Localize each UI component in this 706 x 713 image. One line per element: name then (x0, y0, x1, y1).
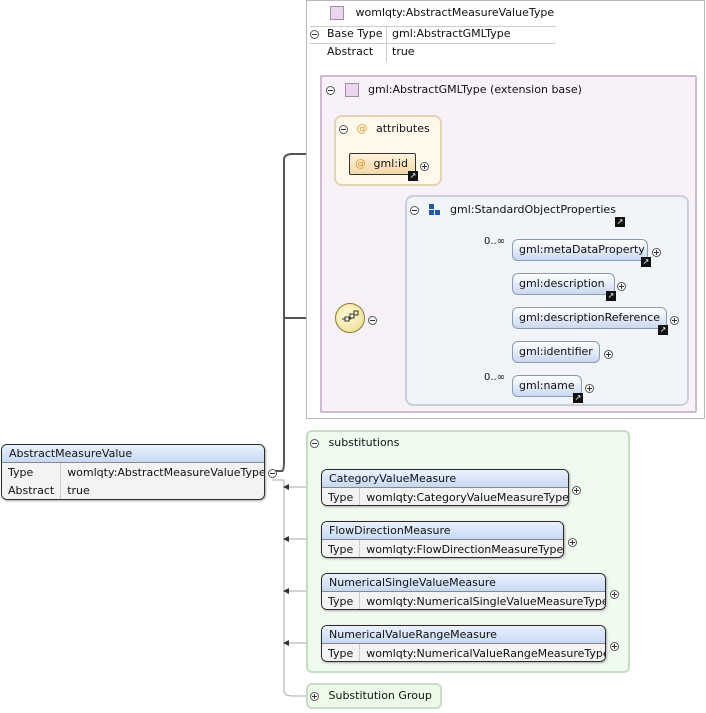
element-name: gml:descriptionReference (519, 311, 661, 324)
divider (386, 26, 387, 62)
property-value: womlqty:NumericalValueRangeMeasureType (359, 644, 605, 661)
expand-icon[interactable] (670, 313, 679, 326)
substitution-name: CategoryValueMeasure (322, 470, 568, 488)
element-identifier[interactable]: gml:identifier (512, 341, 600, 363)
property-value: womlqty:FlowDirectionMeasureType (359, 540, 563, 557)
link-icon[interactable]: ↗ (606, 291, 616, 301)
substitution-group-box[interactable] (306, 683, 442, 709)
link-icon[interactable]: ↗ (641, 257, 651, 267)
link-icon[interactable]: ↗ (658, 325, 668, 335)
substitution-name: NumericalValueRangeMeasure (322, 626, 605, 644)
substitution-name: NumericalSingleValueMeasure (322, 574, 605, 592)
property-key: Type (322, 488, 361, 505)
element-name: gml:description (519, 277, 605, 290)
group-icon (428, 204, 441, 216)
expand-icon[interactable] (568, 535, 577, 548)
expand-icon[interactable] (604, 347, 613, 360)
collapse-icon[interactable] (310, 29, 319, 39)
element-card-title: AbstractMeasureValue (2, 445, 264, 463)
divider (310, 26, 556, 27)
extension-header: gml:AbstractGMLType (extension base) (326, 83, 582, 97)
substitutions-header: substitutions (310, 436, 399, 449)
base-type-key: Base Type (327, 27, 383, 40)
occurrence-label: 0..∞ (484, 236, 506, 247)
collapse-icon[interactable] (339, 124, 348, 134)
property-key: Type (322, 644, 361, 661)
property-value: true (60, 481, 264, 499)
property-key: Abstract (2, 481, 62, 499)
attribute-name: gml:id (373, 157, 409, 170)
element-metadataproperty[interactable]: gml:metaDataProperty (512, 239, 648, 261)
group-header: gml:StandardObjectProperties (410, 203, 616, 216)
occurrence-label: 0..∞ (484, 372, 506, 383)
substitution-name: FlowDirectionMeasure (322, 522, 563, 540)
group-name: gml:StandardObjectProperties (450, 203, 616, 216)
expand-icon[interactable] (310, 691, 319, 701)
link-icon[interactable]: ↗ (408, 171, 418, 181)
property-value: womlqty:NumericalSingleValueMeasureType (359, 592, 605, 609)
collapse-icon[interactable] (368, 313, 377, 326)
expand-icon[interactable] (610, 639, 619, 652)
element-name-gml[interactable]: gml:name (512, 375, 582, 397)
expand-icon[interactable] (652, 245, 661, 258)
element-name: gml:name (519, 379, 575, 392)
attributes-header: @ attributes (339, 122, 430, 135)
complex-type-name: womlqty:AbstractMeasureValueType (355, 6, 555, 19)
expand-icon[interactable] (420, 159, 429, 172)
sequence-compositor-icon[interactable] (335, 303, 365, 333)
property-value: womlqty:AbstractMeasureValueType (60, 463, 264, 481)
collapse-icon[interactable] (326, 85, 335, 95)
attribute-icon: @ (356, 122, 368, 135)
complex-type-header: womlqty:AbstractMeasureValueType (330, 6, 554, 20)
abstract-value: true (392, 45, 415, 58)
divider (310, 43, 556, 44)
element-name: gml:metaDataProperty (519, 243, 645, 256)
complex-type-icon (344, 83, 359, 97)
property-key: Type (2, 463, 62, 481)
collapse-icon[interactable] (410, 205, 419, 215)
element-description[interactable]: gml:description (512, 273, 615, 295)
complex-type-collapse[interactable] (310, 27, 319, 40)
group-panel (405, 195, 689, 406)
expand-icon[interactable] (572, 483, 581, 496)
property-value: womlqty:CategoryValueMeasureType (359, 488, 568, 505)
attributes-label: attributes (376, 122, 430, 135)
expand-icon[interactable] (617, 279, 626, 292)
attribute-gml-id[interactable]: @ gml:id (349, 153, 416, 175)
element-descriptionreference[interactable]: gml:descriptionReference (512, 307, 667, 329)
abstract-key: Abstract (327, 45, 374, 58)
expand-icon[interactable] (585, 381, 594, 394)
substitution-group-label: Substitution Group (328, 689, 432, 702)
collapse-icon[interactable] (268, 466, 277, 479)
property-key: Type (322, 592, 361, 609)
complex-type-icon (330, 6, 344, 20)
element-name: gml:identifier (519, 345, 593, 358)
substitution-group-header: Substitution Group (310, 689, 432, 702)
collapse-icon[interactable] (310, 438, 319, 448)
link-icon[interactable]: ↗ (573, 393, 583, 403)
base-type-value: gml:AbstractGMLType (392, 27, 511, 40)
property-key: Type (322, 540, 361, 557)
extension-label: gml:AbstractGMLType (extension base) (368, 83, 582, 96)
substitutions-label: substitutions (328, 436, 400, 449)
attribute-icon: @ (355, 157, 366, 170)
expand-icon[interactable] (610, 587, 619, 600)
link-icon[interactable]: ↗ (615, 217, 625, 227)
